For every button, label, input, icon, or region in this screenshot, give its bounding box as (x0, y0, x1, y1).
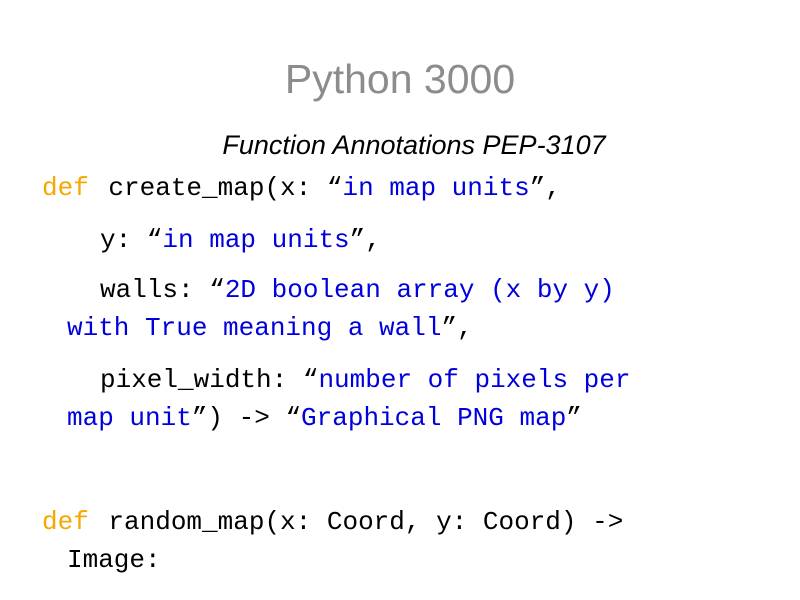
code-line-pixel-width-param: pixel_width: “number of pixels per (100, 363, 631, 397)
code-line-walls-param: walls: “2D boolean array (x by y) (100, 273, 615, 307)
return-type: Image: (67, 545, 161, 575)
code-line-def-random-map: def random_map(x: Coord, y: Coord) -> (42, 505, 623, 539)
walls-annotation-close: ”, (441, 313, 473, 343)
code-line-return-type: Image: (67, 543, 161, 577)
y-annotation: in map units (162, 225, 350, 255)
code-line-walls-cont: with True meaning a wall”, (67, 311, 473, 345)
pixel-width-annotation-cont: map unit (67, 403, 192, 433)
y-param: y: “ (100, 225, 163, 255)
function-signature: create_map(x: “ (108, 173, 343, 203)
walls-annotation-cont: with True meaning a wall (67, 313, 442, 343)
return-arrow: ”) -> “ (191, 403, 302, 433)
function-signature-2: random_map(x: Coord, y: Coord) -> (108, 507, 624, 537)
code-line-y-param: y: “in map units”, (100, 223, 381, 257)
code-line-return-annotation: map unit”) -> “Graphical PNG map” (67, 401, 582, 435)
return-annotation-close: ” (566, 403, 582, 433)
walls-annotation: 2D boolean array (x by y) (224, 275, 615, 305)
def-keyword: def (42, 173, 89, 203)
return-annotation: Graphical PNG map (301, 403, 567, 433)
pixel-width-annotation: number of pixels per (318, 365, 631, 395)
x-annotation-close: ”, (529, 173, 561, 203)
code-line-def-create-map: def create_map(x: “in map units”, (42, 171, 561, 205)
pixel-width-param: pixel_width: “ (100, 365, 319, 395)
y-annotation-close: ”, (349, 225, 381, 255)
x-annotation: in map units (342, 173, 530, 203)
walls-param: walls: “ (100, 275, 225, 305)
slide-subtitle: Function Annotations PEP-3107 (222, 130, 606, 160)
slide-title: Python 3000 (284, 56, 516, 102)
def-keyword-2: def (42, 507, 89, 537)
